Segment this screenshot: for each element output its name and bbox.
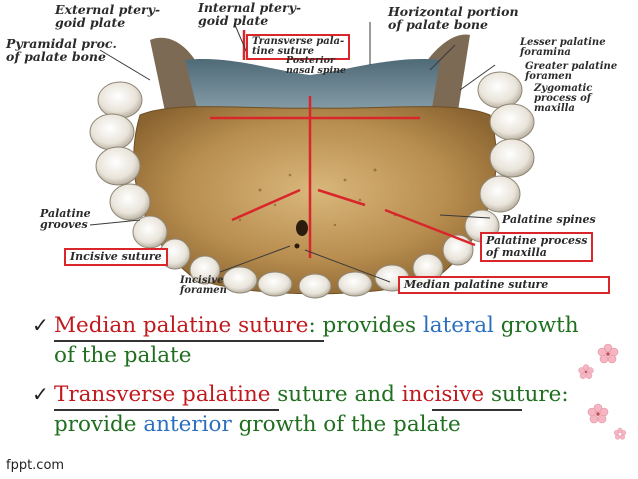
bullet-1-highlight: lateral bbox=[422, 313, 494, 338]
label-transverse-suture: Transverse pala- tine suture bbox=[246, 34, 351, 60]
bullet-text-area: ✓Median palatine suture: provides latera… bbox=[0, 306, 638, 479]
label-greater-palatine: Greater palatine foramen bbox=[525, 61, 618, 82]
teeth-left bbox=[89, 81, 293, 297]
bullet-2-line2-before: provide bbox=[54, 412, 144, 437]
label-palatine-grooves: Palatine grooves bbox=[40, 207, 91, 231]
label-lesser-palatine: Lesser palatine foramina bbox=[520, 37, 606, 58]
teeth-right bbox=[298, 71, 535, 299]
blossom-decoration bbox=[578, 343, 627, 440]
palate-illustration bbox=[89, 22, 535, 299]
label-incisive-foramen: Incisive foramen bbox=[180, 275, 227, 296]
label-posterior-nasal-spine: Posterior nasal spine bbox=[286, 55, 347, 76]
bullet-1-sep: : bbox=[308, 313, 316, 338]
bullet-2-middle: suture and bbox=[270, 382, 402, 407]
bullet-1-term: Median palatine suture bbox=[54, 313, 309, 338]
label-horizontal-portion: Horizontal portion of palate bone bbox=[388, 4, 519, 32]
bullet-1-text-after: growth bbox=[493, 313, 579, 338]
watermark: fppt.com bbox=[6, 458, 65, 473]
bullet-2-term: Transverse palatine bbox=[54, 382, 271, 407]
label-pyramidal-process: Pyramidal proc. of palate bone bbox=[6, 36, 117, 64]
annotation-lines bbox=[210, 30, 476, 258]
underline-transverse-palatine bbox=[54, 409, 279, 411]
label-palatine-process: Palatine process of maxilla bbox=[480, 232, 594, 262]
incisive-foramen-hole bbox=[296, 220, 308, 236]
palate-figure: External ptery- goid plate Internal pter… bbox=[6, 0, 618, 299]
bullet-2-line2-after: growth of the palate bbox=[231, 412, 461, 437]
underline-incisive bbox=[432, 409, 522, 411]
checkmark-icon: ✓ bbox=[32, 313, 49, 337]
bullet-2-sep: : bbox=[561, 382, 569, 407]
bullet-1-line-2: of the palate bbox=[54, 343, 192, 368]
bullet-2-line-1: ✓Transverse palatine suture and incisive… bbox=[32, 381, 569, 408]
bullet-2-term2: incisive bbox=[401, 382, 485, 407]
nasal-cavity bbox=[185, 58, 440, 120]
bullet-2-highlight: anterior bbox=[143, 412, 232, 437]
bullet-2-text-after: suture bbox=[484, 382, 562, 407]
label-zygomatic-process: Zygomatic process of maxilla bbox=[534, 83, 593, 114]
label-median-palatine-suture: Median palatine suture bbox=[398, 276, 610, 294]
underline-median-palatine-suture bbox=[54, 340, 324, 342]
label-internal-pterygoid: Internal ptery- goid plate bbox=[198, 0, 302, 28]
bullet-2-line-2: provide anterior growth of the palate bbox=[54, 411, 461, 438]
bullet-1-text-before: provides bbox=[315, 313, 423, 338]
label-incisive-suture: Incisive suture bbox=[64, 248, 168, 266]
label-external-pterygoid: External ptery- goid plate bbox=[55, 2, 161, 30]
checkmark-icon: ✓ bbox=[32, 382, 49, 406]
label-palatine-spines: Palatine spines bbox=[502, 213, 596, 226]
bullet-1-line-1: ✓Median palatine suture: provides latera… bbox=[32, 312, 579, 339]
